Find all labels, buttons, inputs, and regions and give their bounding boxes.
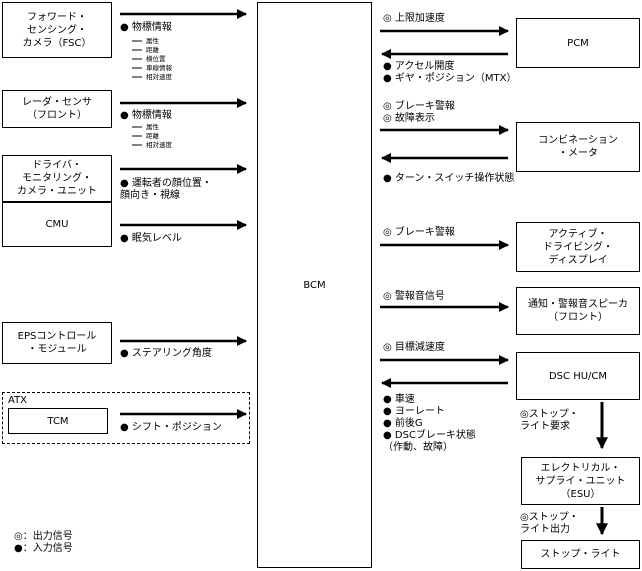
stop-request-signal: ◎ストップ・ ライト要求 bbox=[520, 409, 579, 432]
fsc-sub-dashes bbox=[132, 40, 142, 78]
fsc-signal-sub-4: 相対速度 bbox=[146, 73, 172, 81]
fsc-signal-sub-2: 横位置 bbox=[146, 55, 166, 63]
add-box: アクティブ・ ドライビング・ ディスプレイ bbox=[516, 222, 640, 272]
esu-box: エレクトリカル・ サプライ・ユニット （ESU） bbox=[521, 457, 640, 505]
stop-light-box: ストップ・ライト bbox=[521, 540, 640, 569]
meter-in-signal: ● ターン・スイッチ操作状態 bbox=[383, 173, 515, 184]
add-out-signal: ◎ ブレーキ警報 bbox=[383, 227, 455, 238]
dsc-in-signal: ● 車速 ● ヨーレート ● 前後G ● DSCブレーキ状態 （作動、故障） bbox=[383, 394, 476, 453]
speaker-box: 通知・警報音スピーカ （フロント） bbox=[516, 287, 640, 335]
radar-sub-dashes bbox=[132, 126, 142, 146]
dsc-out-signal: ◎ 目標減速度 bbox=[383, 342, 445, 353]
radar-signal-sub-0: 属性 bbox=[146, 123, 159, 131]
tcm-signal: ● シフト・ポジション bbox=[120, 422, 222, 433]
atx-group bbox=[2, 392, 250, 444]
legend-input: ●：入力信号 bbox=[14, 543, 73, 554]
dsc-box: DSC HU/CM bbox=[516, 352, 640, 400]
eps-signal: ● ステアリング角度 bbox=[120, 348, 212, 359]
combination-meter-box: コンビネーション ・メータ bbox=[516, 122, 640, 172]
radar-signal-sub-2: 相対速度 bbox=[146, 141, 172, 149]
atx-label: ATX bbox=[8, 395, 28, 406]
bcm-box: BCM bbox=[257, 2, 372, 568]
fsc-signal-sub-3: 車線情報 bbox=[146, 64, 172, 72]
tcm-box: TCM bbox=[8, 408, 108, 434]
pcm-out-signal: ◎ 上限加速度 bbox=[383, 13, 445, 24]
cmu-signal: ● 眠気レベル bbox=[120, 233, 182, 244]
radar-signal-main: ● 物標情報 bbox=[120, 110, 172, 121]
dmc-signal: ● 運転者の顔位置・ 顔向き・視線 bbox=[120, 178, 212, 201]
eps-box: EPSコントロール ・モジュール bbox=[2, 322, 112, 364]
legend-output: ◎：出力信号 bbox=[14, 531, 73, 542]
radar-signal-sub-1: 距離 bbox=[146, 132, 159, 140]
pcm-box: PCM bbox=[516, 18, 640, 68]
meter-out-signal: ◎ ブレーキ警報 ◎ 故障表示 bbox=[383, 101, 455, 124]
radar-box: レーダ・センサ （フロント） bbox=[2, 90, 112, 128]
pcm-in-signal: ● アクセル開度 ● ギヤ・ポジション（MTX） bbox=[383, 61, 517, 84]
speaker-out-signal: ◎ 警報音信号 bbox=[383, 291, 445, 302]
fsc-signal-main: ● 物標情報 bbox=[120, 22, 172, 33]
fsc-box: フォワード・ センシング・ カメラ（FSC） bbox=[2, 2, 112, 58]
fsc-signal-sub-0: 属性 bbox=[146, 37, 159, 45]
fsc-signal-sub-1: 距離 bbox=[146, 46, 159, 54]
dmc-box: ドライバ・ モニタリング・ カメラ・ユニット bbox=[2, 155, 112, 202]
stop-output-signal: ◎ストップ・ ライト出力 bbox=[520, 512, 579, 535]
cmu-box: CMU bbox=[2, 202, 112, 247]
